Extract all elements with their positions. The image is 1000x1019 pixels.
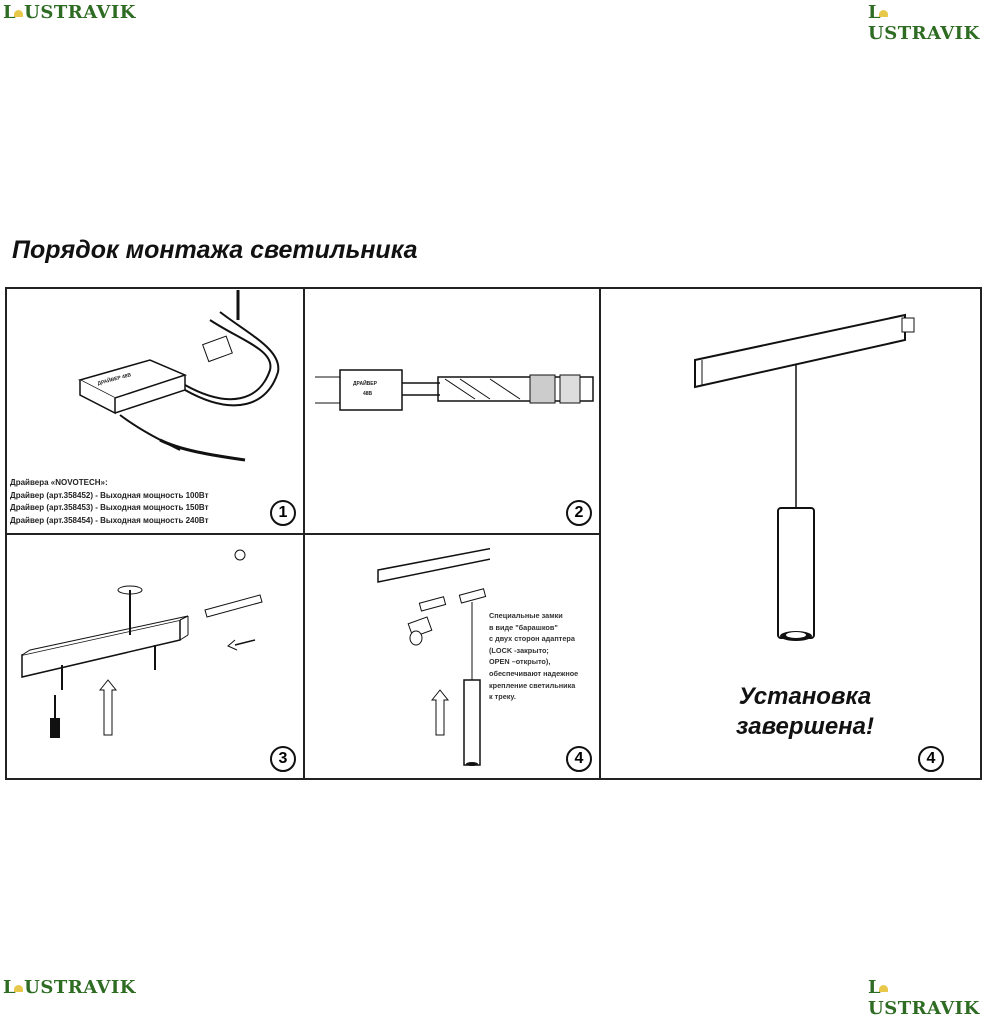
step-number: 4 — [566, 746, 592, 772]
driver-list-heading: Драйвера «NOVOTECH»: — [10, 478, 108, 487]
driver-list-item: Драйвер (арт.358453) - Выходная мощность… — [10, 503, 209, 512]
svg-text:ДРАЙВЕР: ДРАЙВЕР — [353, 379, 378, 387]
driver-wiring-illustration: ДРАЙВЕР 48В — [77, 290, 280, 462]
driver-list: Драйвера «NOVOTECH»: Драйвер (арт.358452… — [10, 477, 209, 527]
completion-line: завершена! — [735, 713, 875, 740]
completion-message: Установка завершена! — [700, 682, 910, 742]
installed-pendant-illustration — [694, 313, 915, 641]
completion-line: Установка — [738, 683, 872, 710]
divider — [303, 287, 305, 778]
step-number: 1 — [270, 500, 296, 526]
driver-connection-diagram: ДРАЙВЕР 48В — [315, 369, 594, 411]
page-title: Порядок монтажа светильника — [12, 236, 418, 264]
divider — [599, 287, 601, 778]
driver-list-item: Драйвер (арт.358452) - Выходная мощность… — [10, 490, 209, 500]
step-number: 3 — [270, 746, 296, 772]
note-line: с двух сторон адаптера — [489, 634, 575, 644]
logo-bottom-right: LUSTRAVIK — [868, 977, 980, 1019]
note-line: к треку. — [489, 692, 516, 702]
divider — [5, 533, 601, 535]
driver-list-item: Драйвер (арт.358454) - Выходная мощность… — [10, 515, 209, 525]
note-line: крепление светильника — [489, 680, 576, 690]
logo-top-right: LUSTRAVIK — [868, 2, 980, 44]
adapter-installation-illustration — [377, 547, 490, 766]
svg-text:48В: 48В — [363, 391, 373, 397]
note-line: (LOCK -закрыто; — [489, 645, 549, 655]
note-line: в виде "барашков" — [489, 622, 558, 632]
note-line: обеспечивают надежное — [489, 668, 579, 678]
lock-note: Специальные замки в виде "барашков" с дв… — [489, 610, 578, 703]
step-number: 2 — [566, 500, 592, 526]
track-mounting-illustration — [21, 549, 263, 738]
step-number: 4 — [918, 746, 944, 772]
note-line: Специальные замки — [489, 611, 563, 620]
note-line: OPEN –открыто), — [489, 657, 551, 667]
